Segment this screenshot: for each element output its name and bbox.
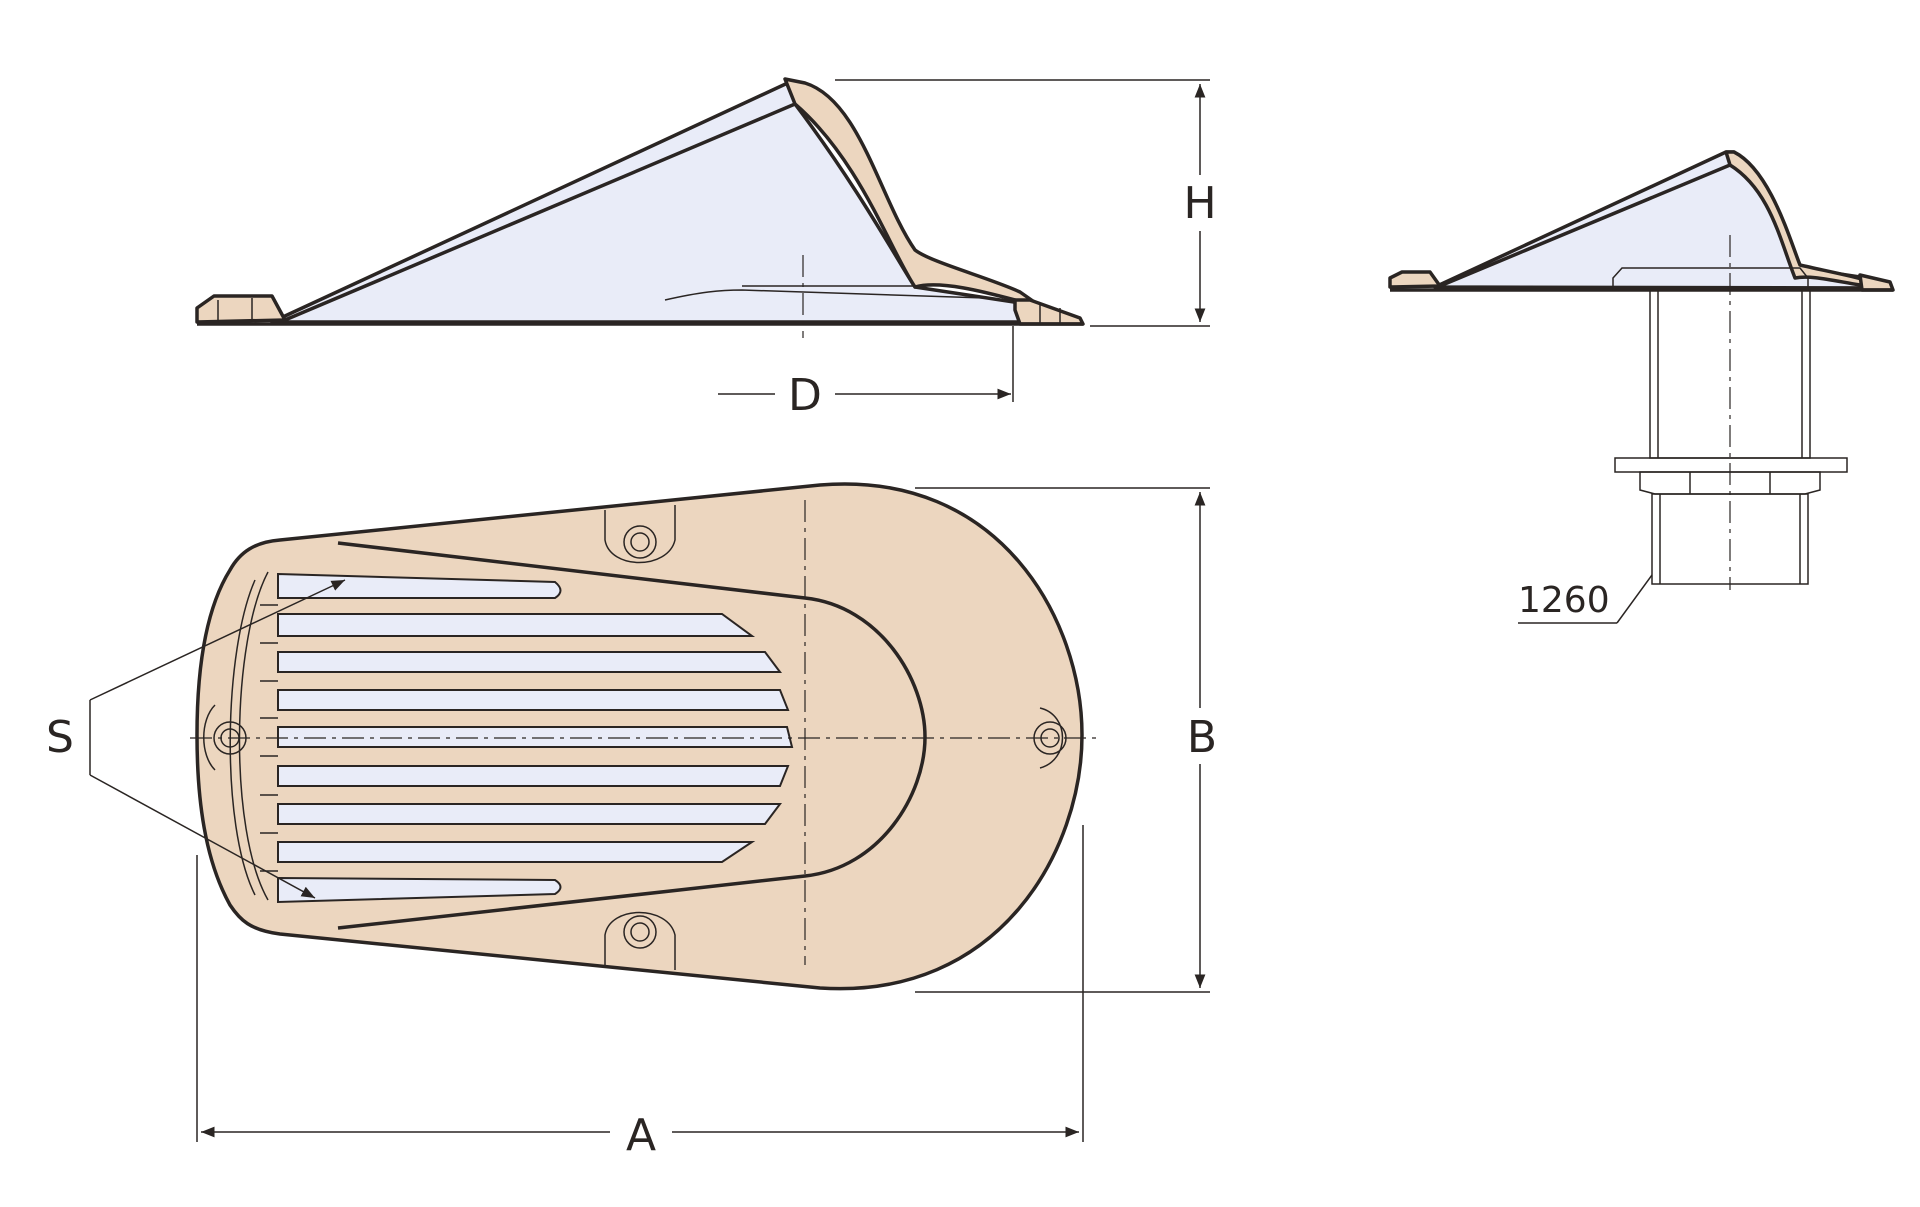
part-number-label: 1260 xyxy=(1518,580,1610,621)
dim-d-label: D xyxy=(788,370,822,421)
dim-b-label: B xyxy=(1187,712,1217,763)
side-view: H D xyxy=(195,77,1222,421)
screw-hole-bottom xyxy=(604,911,676,970)
assembled-side-view: 1260 xyxy=(1388,150,1895,624)
dim-h-label: H xyxy=(1183,178,1216,229)
strainer-slots xyxy=(260,572,794,904)
top-view: S B A xyxy=(46,482,1222,1161)
label-s: S xyxy=(46,712,74,763)
screw-hole-top xyxy=(604,505,676,564)
dim-a-label: A xyxy=(626,1110,656,1161)
